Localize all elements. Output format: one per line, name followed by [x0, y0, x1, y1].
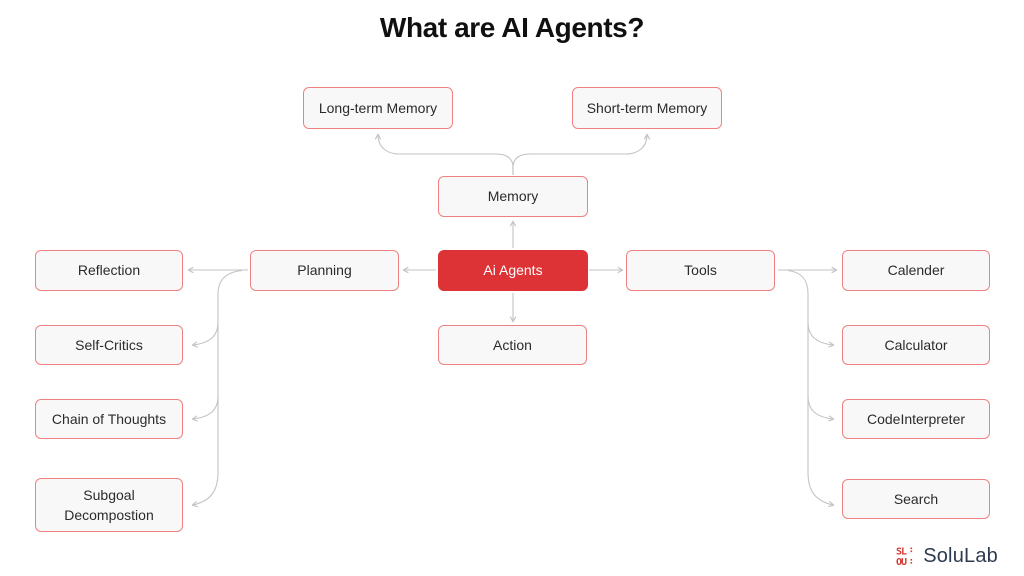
page-title: What are AI Agents?	[379, 12, 645, 43]
solulab-icon-row2: OU	[896, 557, 907, 568]
solulab-logo-icon: SL OU	[896, 547, 913, 568]
solulab-logo-text: SoluLab	[923, 545, 998, 567]
node-calender: Calender	[842, 250, 990, 291]
edge-tools-search	[787, 269, 835, 508]
edge-planning-selfcritics	[191, 321, 219, 348]
solulab-logo: SL OU SoluLab	[896, 545, 998, 568]
node-subgoal-decompostion: Subgoal Decompostion	[35, 478, 183, 532]
node-memory: Memory	[438, 176, 588, 217]
node-tools: Tools	[626, 250, 775, 291]
node-codeinterpreter: CodeInterpreter	[842, 399, 990, 439]
node-long-term-memory: Long-term Memory	[303, 87, 453, 129]
node-short-term-memory: Short-term Memory	[572, 87, 722, 129]
node-search: Search	[842, 479, 990, 519]
edge-planning-subgoal	[191, 269, 243, 508]
edge-memory-longterm	[374, 133, 514, 175]
node-action: Action	[438, 325, 587, 365]
node-planning: Planning	[250, 250, 399, 291]
node-chain-of-thoughts: Chain of Thoughts	[35, 399, 183, 439]
node-calculator: Calculator	[842, 325, 990, 365]
edge-planning-chainofthoughts	[191, 395, 219, 422]
node-ai-agents: Ai Agents	[438, 250, 588, 291]
solulab-icon-row1: SL	[896, 547, 907, 558]
edge-tools-codeinterpreter	[807, 395, 835, 422]
edge-tools-calculator	[807, 321, 835, 348]
node-self-critics: Self-Critics	[35, 325, 183, 365]
edge-memory-shortterm	[512, 133, 651, 175]
node-reflection: Reflection	[35, 250, 183, 291]
